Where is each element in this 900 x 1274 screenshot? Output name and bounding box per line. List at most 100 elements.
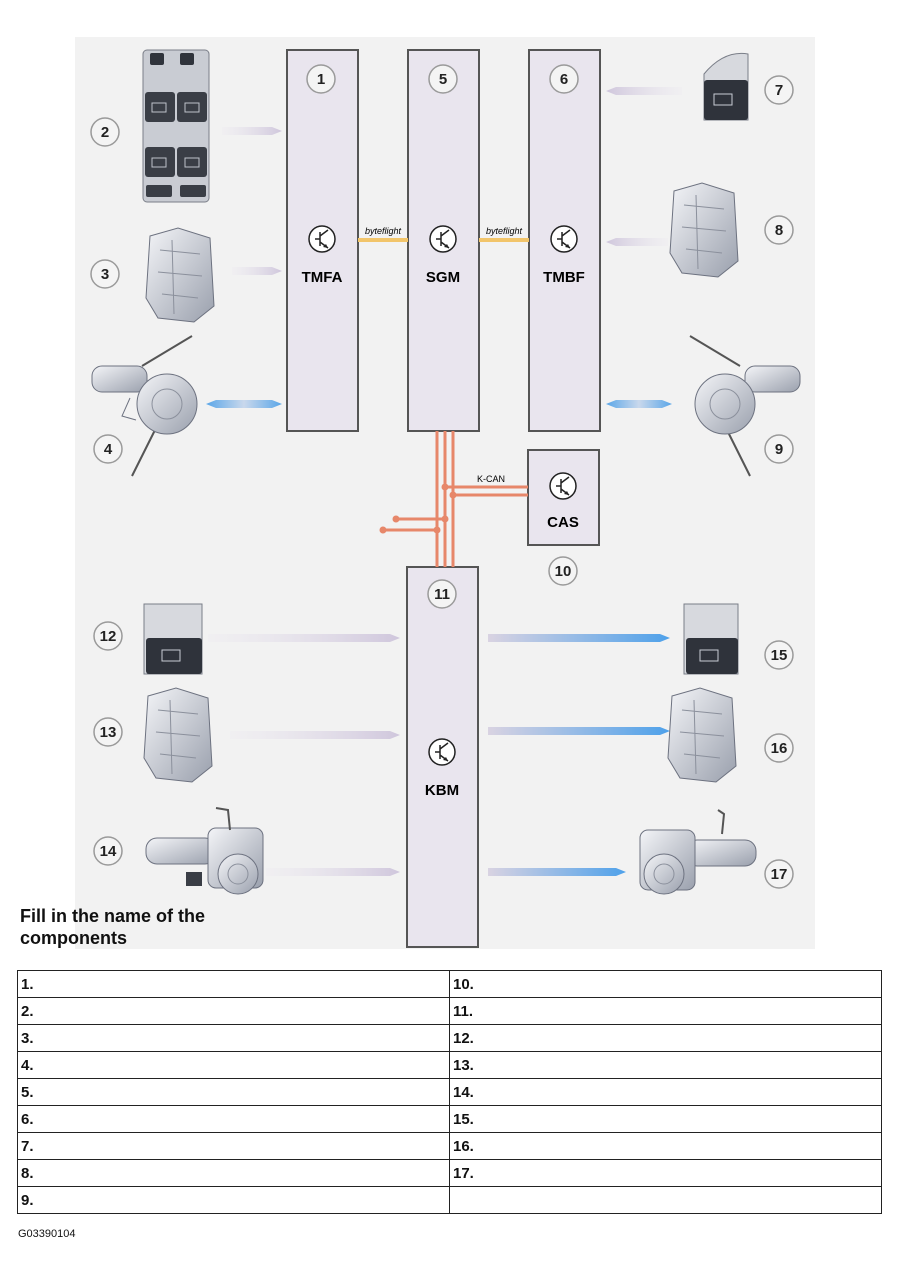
callout-17: 17 <box>764 859 794 889</box>
module-label-cas: CAS <box>547 514 579 531</box>
switch-block-image <box>142 49 210 203</box>
answer-cell[interactable]: 9. <box>17 1186 450 1214</box>
answer-cell[interactable]: 1. <box>17 970 450 998</box>
svg-text:9: 9 <box>775 441 783 458</box>
answer-cell[interactable]: 12. <box>449 1024 882 1052</box>
figure-id: G03390104 <box>18 1228 76 1240</box>
signal-arrows <box>206 87 682 876</box>
answer-cell[interactable]: 17. <box>449 1159 882 1187</box>
answer-table: 1. 10. 2. 11. 3. 12. 4. 13. 5. 14. 6. 15… <box>17 970 882 1214</box>
callout-1: 1 <box>306 64 336 94</box>
answer-cell[interactable]: 5. <box>17 1078 450 1106</box>
svg-text:8: 8 <box>775 222 783 239</box>
byteflight-link-right: byteflight <box>479 226 529 242</box>
svg-text:4: 4 <box>104 441 113 458</box>
svg-text:10: 10 <box>555 563 572 580</box>
arrow-kbm-to-15 <box>488 634 670 642</box>
window-motor-image <box>689 335 801 477</box>
svg-text:2: 2 <box>101 124 109 141</box>
answer-cell[interactable]: 6. <box>17 1105 450 1133</box>
table-row: 5. 14. <box>17 1078 882 1106</box>
table-row: 4. 13. <box>17 1051 882 1079</box>
transistor-icon <box>550 225 578 253</box>
svg-text:15: 15 <box>771 647 788 664</box>
module-label-kbm: KBM <box>425 782 459 799</box>
kcan-label: K-CAN <box>477 474 505 484</box>
arrow-14-to-kbm <box>266 868 400 876</box>
byteflight-label: byteflight <box>365 226 402 236</box>
instruction-text: Fill in the name of the components <box>20 906 206 948</box>
table-row: 9. <box>17 1186 882 1214</box>
callout-9: 9 <box>764 434 794 464</box>
window-switch-image <box>683 603 739 675</box>
byteflight-label: byteflight <box>486 226 523 236</box>
door-lock-actuator-image <box>145 227 215 323</box>
callout-14: 14 <box>93 836 123 866</box>
svg-text:7: 7 <box>775 82 783 99</box>
window-lift-system-diagram: TMFA SGM TMBF CAS <box>75 37 815 949</box>
window-switch-image <box>703 52 749 121</box>
svg-text:13: 13 <box>100 724 117 741</box>
callout-2: 2 <box>90 117 120 147</box>
door-lock-actuator-image <box>667 687 737 783</box>
callout-6: 6 <box>549 64 579 94</box>
kcan-bus <box>383 431 528 567</box>
callout-7: 7 <box>764 75 794 105</box>
answer-cell[interactable]: 10. <box>449 970 882 998</box>
svg-text:3: 3 <box>101 266 109 283</box>
answer-cell[interactable]: 8. <box>17 1159 450 1187</box>
transistor-icon <box>549 472 577 500</box>
svg-text:14: 14 <box>100 843 117 860</box>
svg-text:6: 6 <box>560 71 568 88</box>
module-kbm: KBM <box>406 566 479 948</box>
arrow-8-to-tmbf <box>606 238 668 246</box>
answer-cell[interactable]: 4. <box>17 1051 450 1079</box>
transistor-icon <box>308 225 336 253</box>
callout-10: 10 <box>548 556 578 586</box>
callout-5: 5 <box>428 64 458 94</box>
answer-cell[interactable]: 14. <box>449 1078 882 1106</box>
transistor-icon <box>428 738 456 766</box>
answer-cell[interactable]: 11. <box>449 997 882 1025</box>
table-row: 8. 17. <box>17 1159 882 1187</box>
module-tmfa: TMFA <box>286 49 359 432</box>
arrow-12-to-kbm <box>208 634 400 642</box>
callout-15: 15 <box>764 640 794 670</box>
window-motor-image <box>91 335 198 477</box>
table-row: 3. 12. <box>17 1024 882 1052</box>
callout-12: 12 <box>93 621 123 651</box>
transistor-icon <box>429 225 457 253</box>
module-label-tmfa: TMFA <box>302 269 343 286</box>
answer-cell[interactable]: 3. <box>17 1024 450 1052</box>
rear-window-motor-image <box>639 809 757 895</box>
table-row: 7. 16. <box>17 1132 882 1160</box>
arrow-4-tmfa <box>206 400 282 408</box>
door-lock-actuator-image <box>143 687 213 783</box>
rear-window-motor-image <box>145 807 264 895</box>
arrow-3-to-tmfa <box>232 267 282 275</box>
arrow-2-to-tmfa <box>222 127 282 135</box>
callout-8: 8 <box>764 215 794 245</box>
arrow-9-tmbf <box>606 400 672 408</box>
module-label-tmbf: TMBF <box>543 269 585 286</box>
arrow-13-to-kbm <box>230 731 400 739</box>
svg-text:12: 12 <box>100 628 117 645</box>
answer-cell[interactable]: 7. <box>17 1132 450 1160</box>
answer-cell[interactable]: 15. <box>449 1105 882 1133</box>
svg-text:17: 17 <box>771 866 788 883</box>
answer-cell[interactable]: 2. <box>17 997 450 1025</box>
callout-4: 4 <box>93 434 123 464</box>
callout-16: 16 <box>764 733 794 763</box>
module-sgm: SGM <box>407 49 480 432</box>
answer-cell[interactable]: 16. <box>449 1132 882 1160</box>
callout-13: 13 <box>93 717 123 747</box>
answer-cell[interactable] <box>449 1186 882 1214</box>
byteflight-link-left: byteflight <box>358 226 408 242</box>
svg-text:11: 11 <box>434 586 450 603</box>
svg-text:1: 1 <box>317 71 325 88</box>
table-row: 1. 10. <box>17 970 882 998</box>
svg-text:5: 5 <box>439 71 447 88</box>
kcan-junctions <box>379 483 457 534</box>
window-switch-image <box>143 603 203 675</box>
answer-cell[interactable]: 13. <box>449 1051 882 1079</box>
